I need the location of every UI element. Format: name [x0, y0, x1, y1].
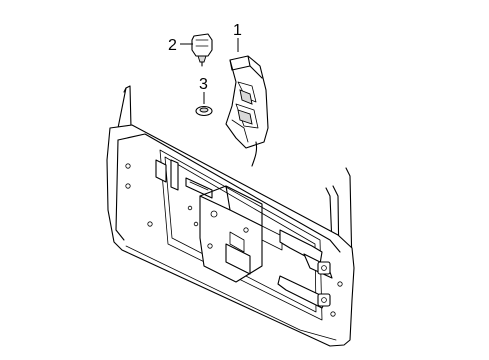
callout-1-label: 1	[233, 22, 242, 39]
callout-3-label: 3	[199, 76, 208, 93]
callout-2: 2	[168, 37, 193, 54]
callout-3: 3	[199, 76, 208, 104]
tailgate-panel	[106, 85, 355, 347]
callout-2-label: 2	[168, 37, 177, 54]
part-3-grommet	[195, 105, 213, 117]
callout-1: 1	[233, 22, 242, 52]
part-1-bracket	[225, 55, 269, 167]
part-2-connector	[191, 33, 213, 67]
